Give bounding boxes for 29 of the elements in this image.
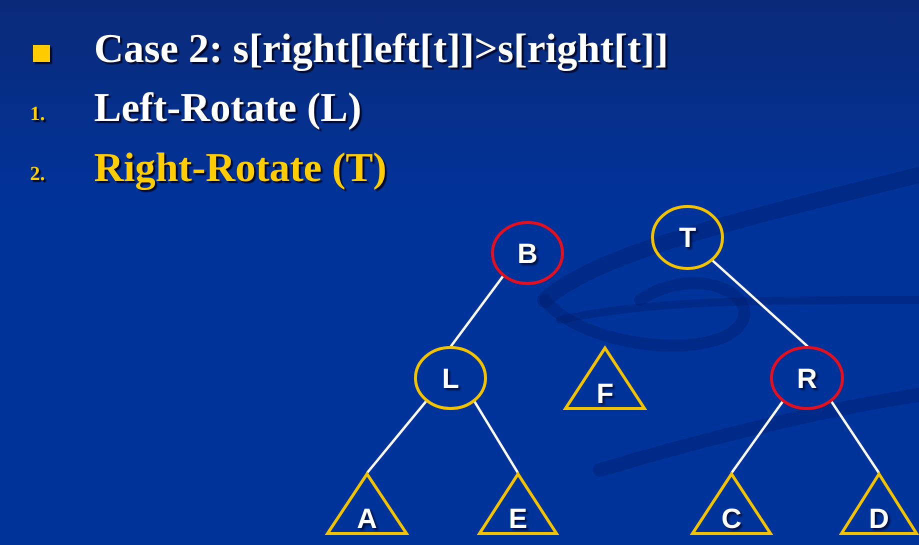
subtree-triangle (478, 472, 558, 535)
node-letter: C (721, 504, 742, 533)
tree-edge (366, 400, 428, 474)
node-letter: R (796, 364, 818, 393)
subtree-triangle (840, 472, 918, 535)
tree-edge (730, 400, 784, 474)
tree-edge (473, 400, 520, 474)
node-letter: B (517, 240, 538, 268)
tree-node-ellipse (651, 205, 724, 270)
node-letter: A (356, 504, 378, 533)
tree-edge (712, 260, 809, 348)
node-letter: F (596, 380, 614, 408)
node-letter: T (678, 224, 696, 252)
tree-node-ellipse (491, 221, 564, 285)
node-letter: L (442, 364, 460, 393)
node-letter: D (868, 504, 890, 533)
tree-edge (450, 275, 504, 348)
list-number: 2. (30, 164, 45, 184)
tree-edge (830, 400, 880, 474)
subtree-triangle (691, 472, 772, 535)
list-number: 1. (30, 104, 45, 124)
list-item: Left-Rotate (L) (94, 87, 362, 128)
tree-node-ellipse (414, 346, 487, 410)
subtree-triangle (564, 346, 646, 410)
tree-node-ellipse (770, 346, 844, 410)
bullet-text: Case 2: s[right[left[t]]>s[right[t]] (94, 28, 668, 69)
subtree-triangle (326, 472, 408, 535)
list-item: Right-Rotate (T) (94, 147, 387, 188)
node-letter: E (508, 504, 528, 533)
